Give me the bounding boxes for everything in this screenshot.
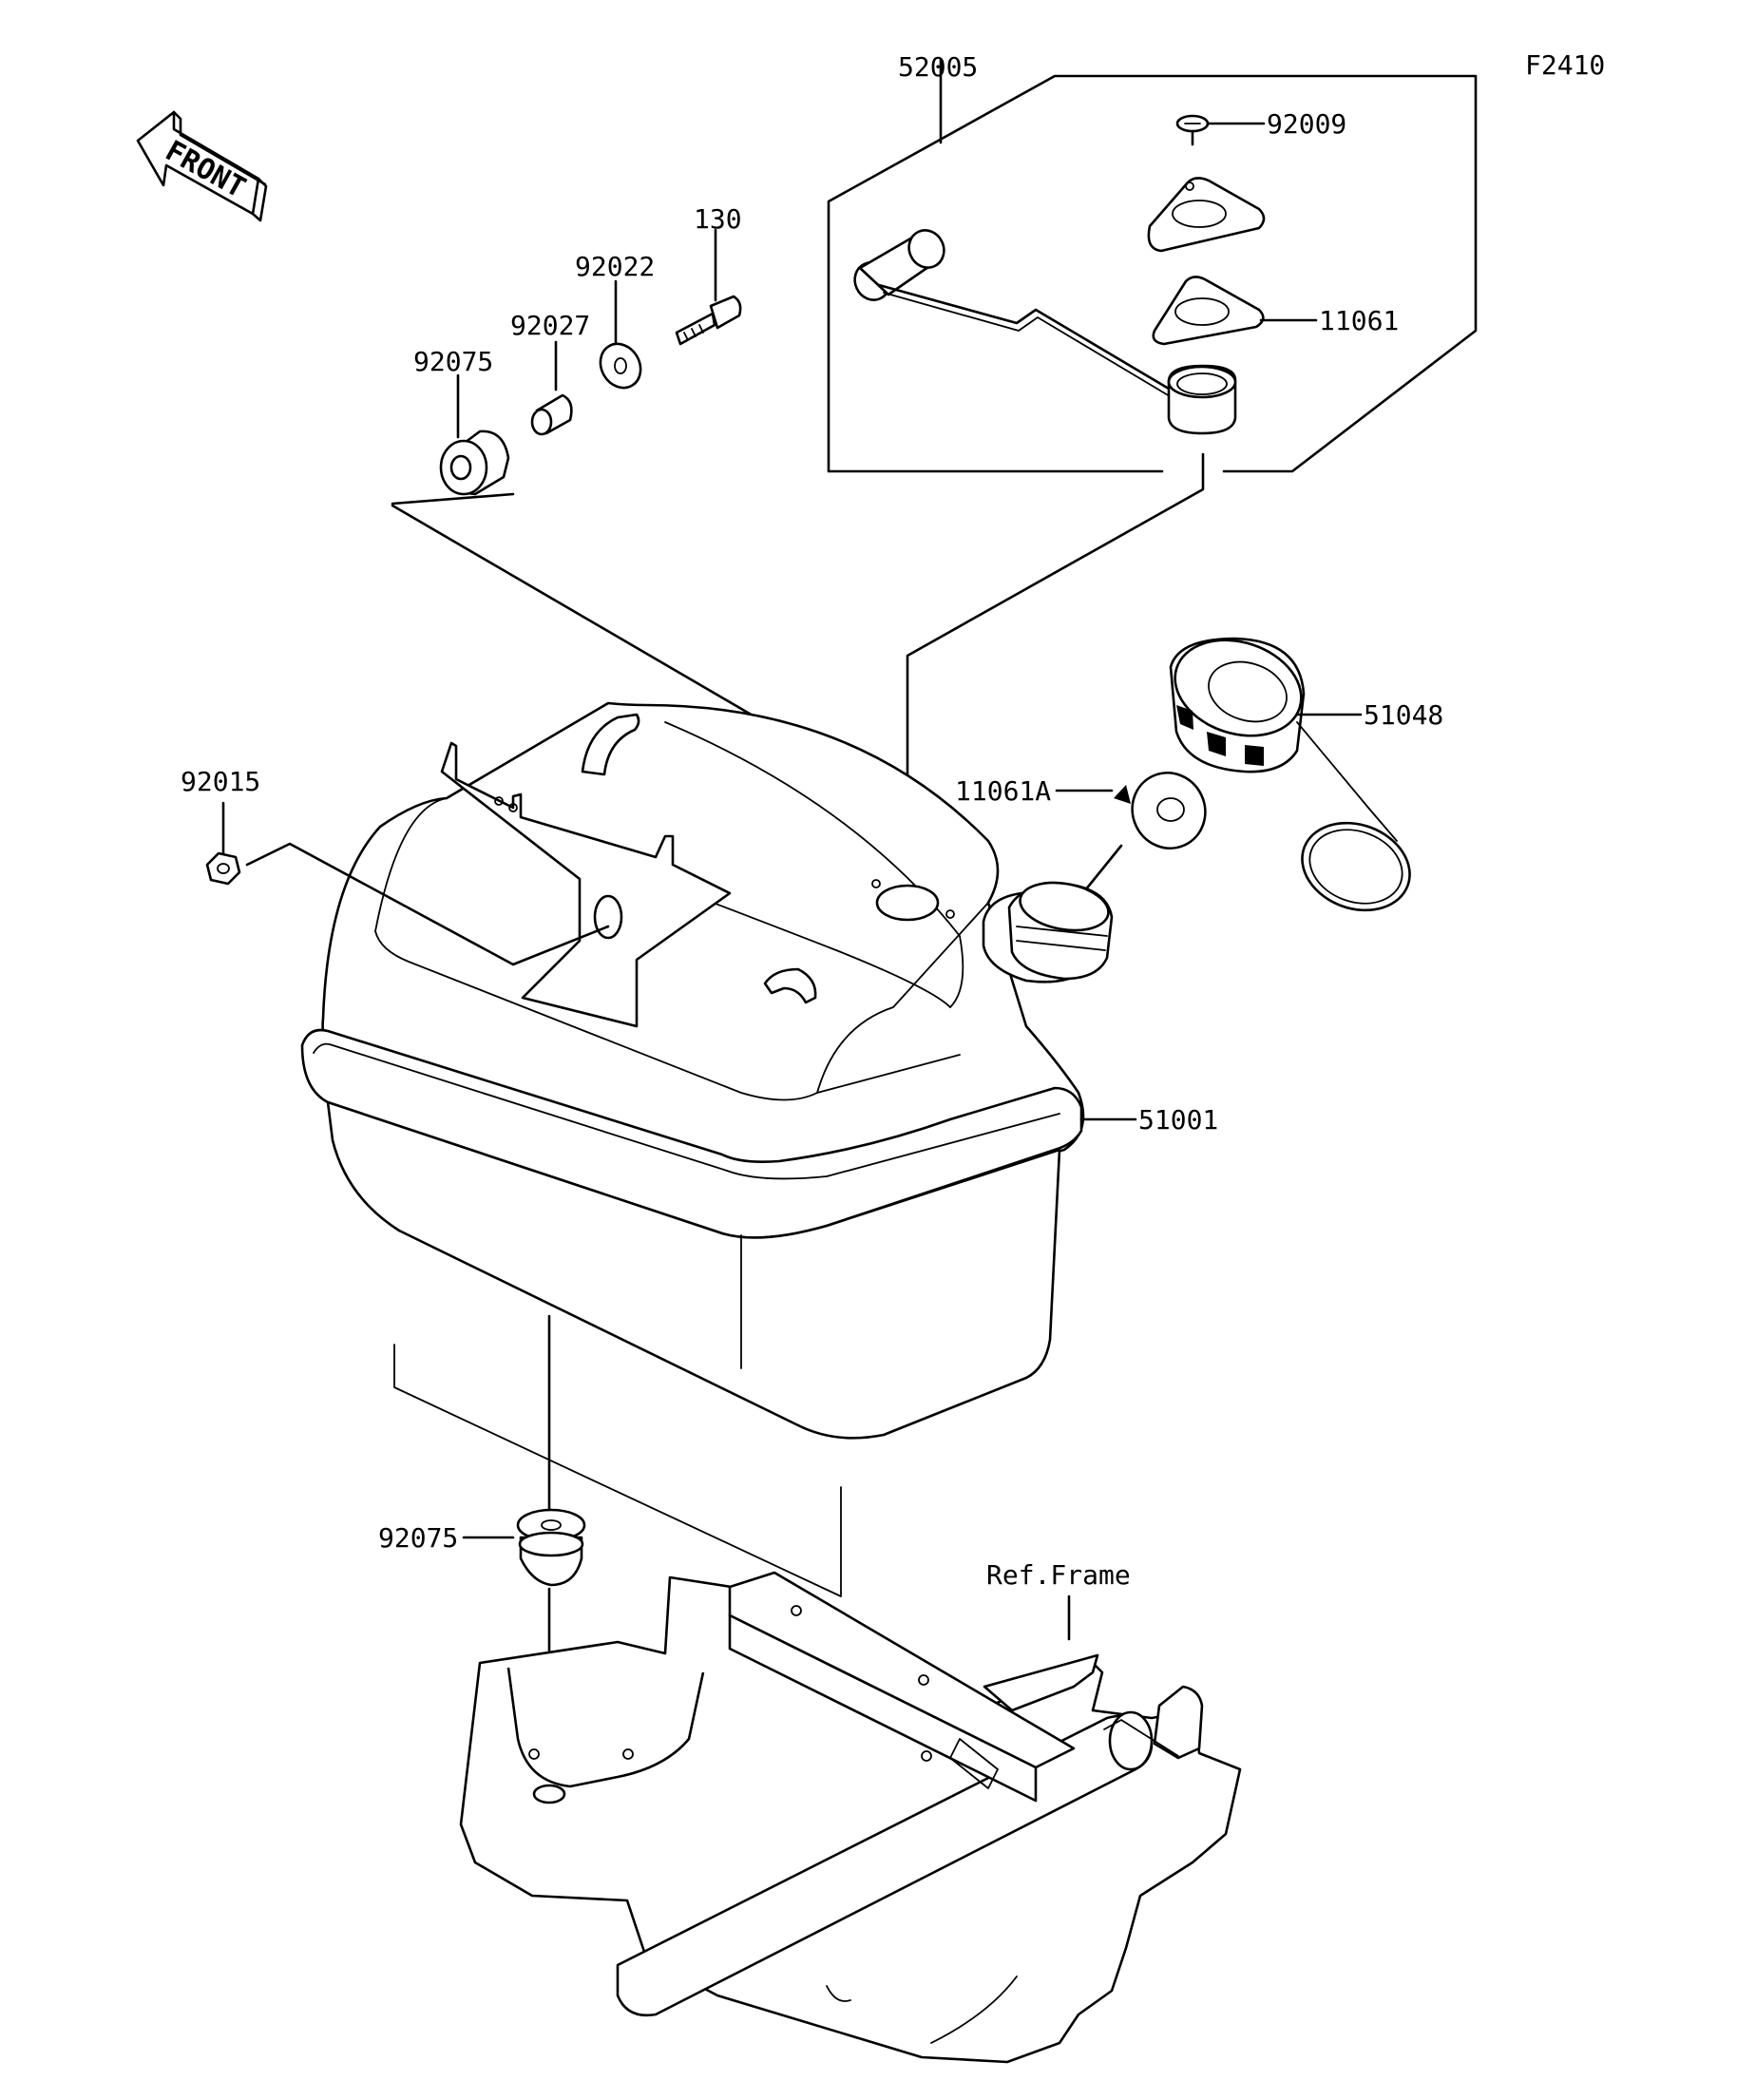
callout-51048: 51048 xyxy=(1364,699,1443,731)
callout-51001: 51001 xyxy=(1138,1104,1218,1136)
front-arrow-icon: FRONT xyxy=(136,110,268,222)
gasket-11061 xyxy=(1152,276,1265,346)
collar-92027 xyxy=(530,393,573,436)
gauge-plate xyxy=(1147,177,1266,253)
fuel-tank-51001 xyxy=(300,701,1114,1440)
bolt-130 xyxy=(675,295,742,346)
ref-frame-label: Ref.Frame xyxy=(986,1559,1131,1591)
front-arrow-label: FRONT xyxy=(160,134,251,204)
fuel-gauge-unit xyxy=(1167,364,1237,435)
figure-code: F2410 xyxy=(1525,49,1605,81)
fuel-gauge-float xyxy=(853,229,945,301)
tank-bracket xyxy=(440,741,732,1028)
cap-51048 xyxy=(1169,637,1306,773)
fuel-gauge-assembly-group: 52005 92009 xyxy=(827,51,1478,473)
callout-92022: 92022 xyxy=(575,251,655,282)
grommet-92075-lower xyxy=(516,1508,586,1587)
callout-52005: 52005 xyxy=(898,51,978,83)
callout-92075-lower: 92075 xyxy=(378,1522,458,1554)
callout-11061: 11061 xyxy=(1319,305,1399,336)
callout-92015: 92015 xyxy=(181,766,260,797)
callout-130: 130 xyxy=(694,203,742,235)
reference-frame: Ref.Frame xyxy=(459,1559,1242,2064)
callout-11061A: 11061A xyxy=(955,775,1051,807)
callout-92027: 92027 xyxy=(510,310,590,341)
cap-tether-ring xyxy=(1301,821,1411,912)
washer-92022 xyxy=(599,342,642,390)
gasket-11061A xyxy=(1114,772,1207,850)
nut-92015 xyxy=(205,851,241,886)
screw-92009 xyxy=(1175,114,1210,146)
callout-92075-upper: 92075 xyxy=(413,346,493,377)
grommet-92075-upper xyxy=(439,430,510,496)
callout-92009: 92009 xyxy=(1267,108,1346,140)
